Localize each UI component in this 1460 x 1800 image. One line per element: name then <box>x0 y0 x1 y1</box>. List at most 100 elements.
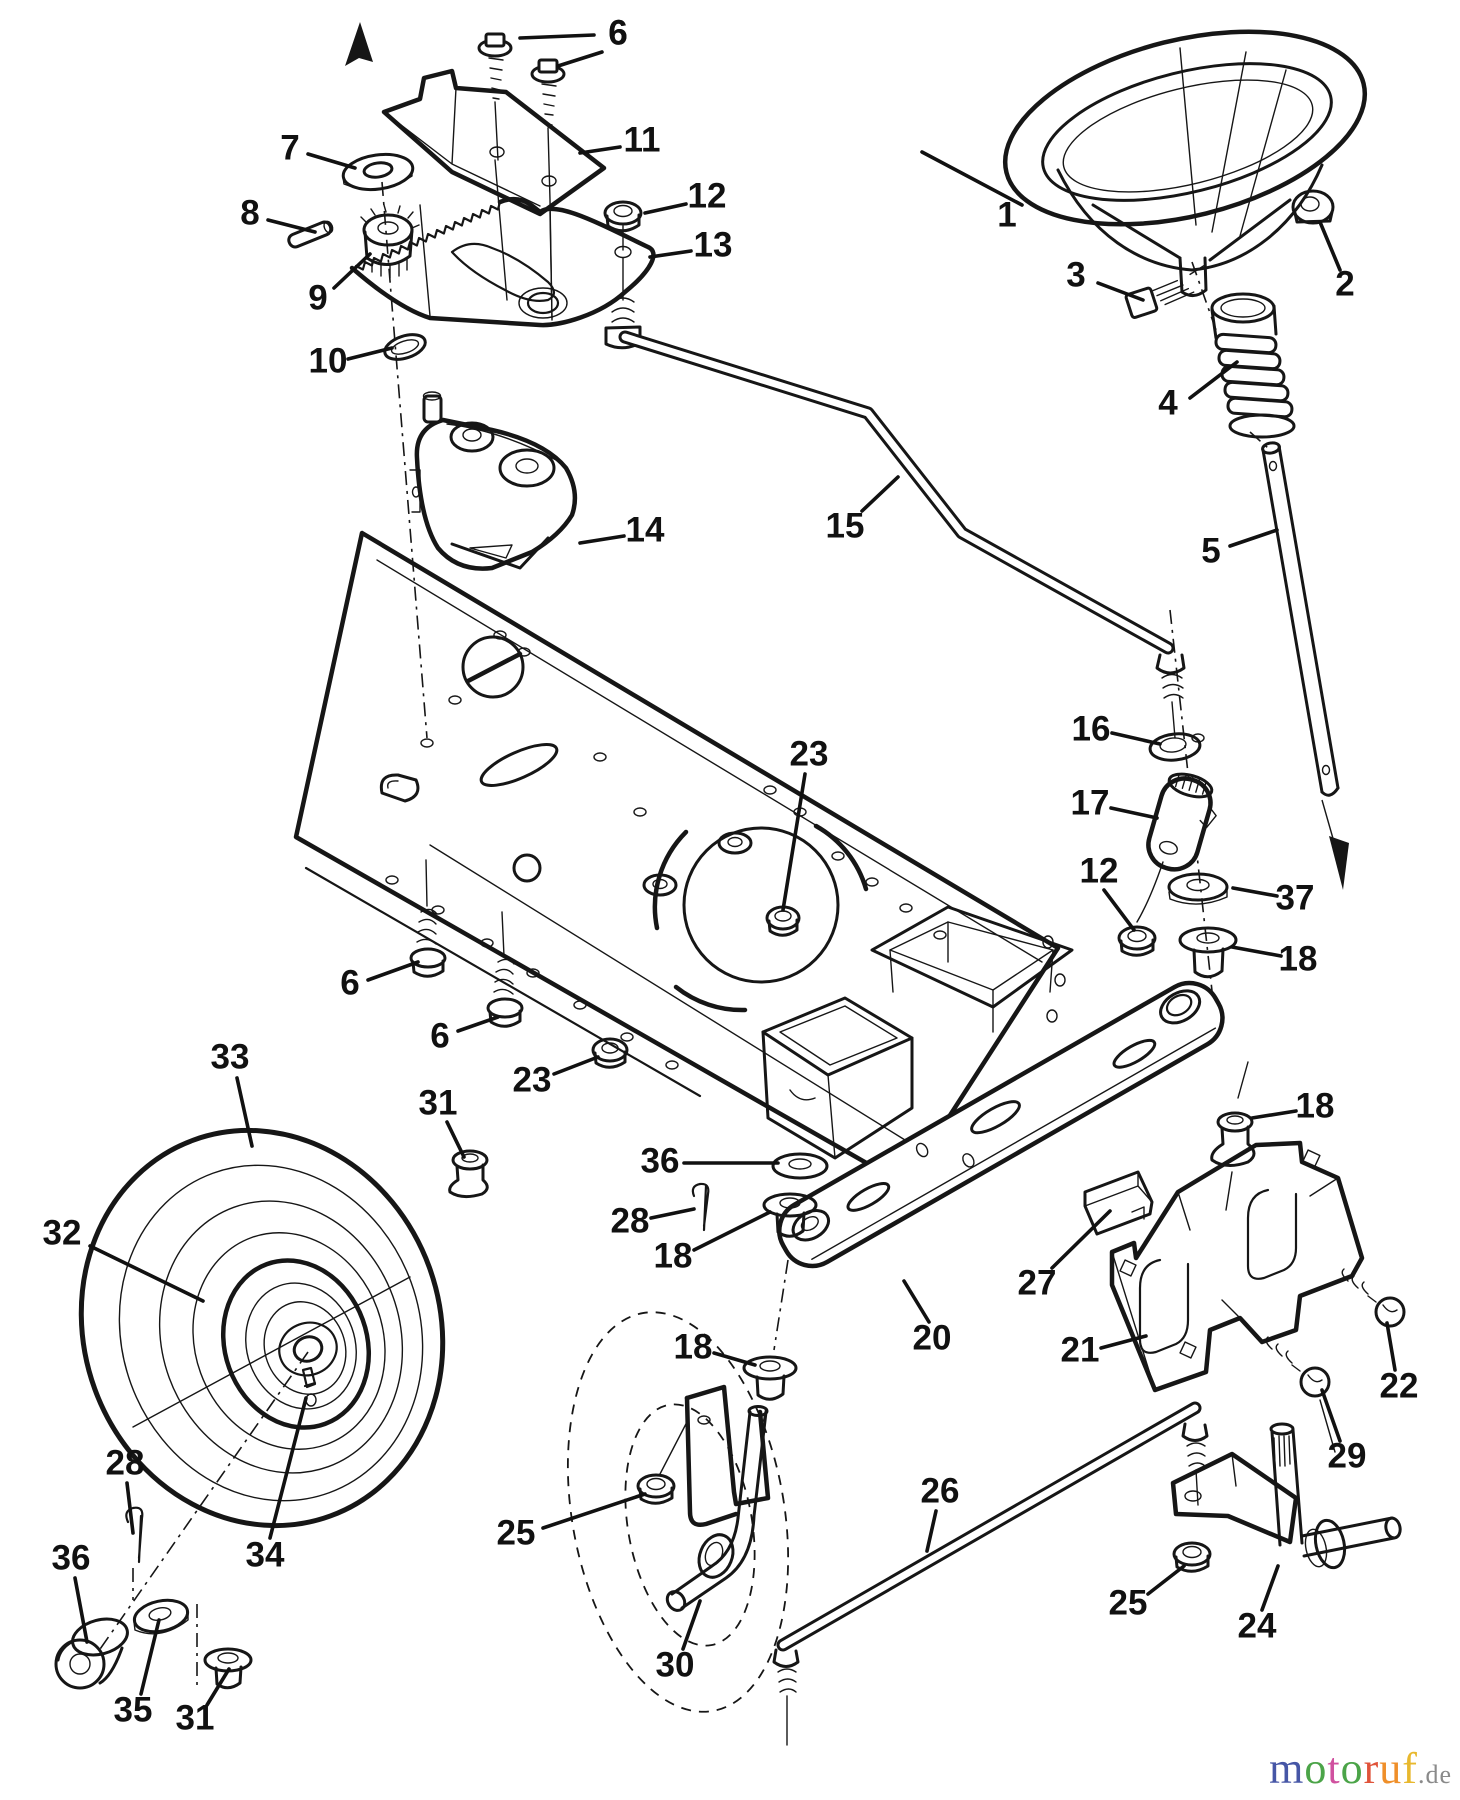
callout-label-6: 6 <box>608 13 627 52</box>
callout-label-24: 24 <box>1238 1606 1277 1645</box>
watermark-letter: u <box>1379 1744 1403 1793</box>
steering-bellows <box>1210 292 1296 439</box>
cotter-pin-28-left <box>125 1506 144 1600</box>
callout-label-12: 12 <box>688 176 727 215</box>
callout-label-28: 28 <box>106 1443 145 1482</box>
screw-6-top-right <box>530 58 566 321</box>
callout-leader-24 <box>1260 1564 1280 1612</box>
callout-leader-2 <box>1318 220 1342 272</box>
flange-bushing-18-axle-top <box>762 1192 818 1238</box>
callout-label-25: 25 <box>497 1513 536 1552</box>
arrow-down-icon <box>1321 799 1349 890</box>
callout-label-18: 18 <box>1296 1086 1335 1125</box>
washer-36-center <box>771 1152 829 1180</box>
callout-label-9: 9 <box>308 278 327 317</box>
splined-coupler-17 <box>1146 772 1217 872</box>
callout-label-20: 20 <box>913 1318 952 1357</box>
callout-leader-20 <box>902 1279 931 1324</box>
callout-leader-11 <box>578 145 622 155</box>
callout-leader-12 <box>1102 888 1136 932</box>
arrow-up-icon <box>345 22 428 739</box>
o-ring-10 <box>383 333 427 361</box>
cotter-pin-28-center <box>691 1182 710 1232</box>
callout-label-18: 18 <box>1279 939 1318 978</box>
callout-label-18: 18 <box>674 1327 713 1366</box>
callout-leader-16 <box>1110 731 1162 746</box>
washer-35 <box>132 1598 190 1635</box>
callout-label-16: 16 <box>1072 709 1111 748</box>
callout-leader-18 <box>1230 945 1283 958</box>
hub-cap-36-left <box>54 1617 129 1690</box>
watermark-letter: f <box>1402 1744 1418 1793</box>
flange-bushing-18-column <box>1178 926 1238 979</box>
screw-6-frame-right <box>486 911 524 1028</box>
callout-label-18: 18 <box>654 1236 693 1275</box>
screw-22 <box>1341 1268 1406 1328</box>
callout-leader-9 <box>332 252 372 290</box>
callout-label-30: 30 <box>656 1645 695 1684</box>
axle-bracket-21 <box>1109 1140 1365 1393</box>
hex-nut-2 <box>1291 189 1335 225</box>
callout-label-4: 4 <box>1158 383 1178 422</box>
callout-leader-8 <box>266 218 317 234</box>
flange-bushing-31-top <box>448 1149 489 1199</box>
front-wheel <box>78 1127 446 1653</box>
spindle-left-30 <box>665 1384 771 1612</box>
callout-label-6: 6 <box>430 1016 449 1055</box>
battery-support-box-lower <box>761 996 914 1160</box>
callout-leader-22 <box>1385 1321 1397 1372</box>
callout-label-31: 31 <box>419 1083 458 1122</box>
callout-label-21: 21 <box>1061 1330 1100 1369</box>
callout-leader-5 <box>1228 528 1279 548</box>
watermark-letter: o <box>1304 1744 1328 1793</box>
callout-label-25: 25 <box>1109 1583 1148 1622</box>
callout-label-32: 32 <box>43 1213 82 1252</box>
washer-37 <box>1167 872 1229 905</box>
callout-leader-29 <box>1320 1388 1342 1443</box>
callout-leader-23 <box>781 772 807 912</box>
flat-washer-7 <box>341 152 415 192</box>
spacer-key-27 <box>1083 1170 1154 1236</box>
callout-label-12: 12 <box>1080 851 1119 890</box>
callout-leader-37 <box>1231 886 1279 898</box>
callout-label-37: 37 <box>1276 878 1315 917</box>
watermark-letter: o <box>1340 1744 1364 1793</box>
callout-label-28: 28 <box>611 1201 650 1240</box>
callout-leader-4 <box>1188 360 1239 400</box>
chassis-frame <box>293 530 1074 1188</box>
watermark-motoruf: motoruf.de <box>1269 1743 1452 1794</box>
hex-bolt-3 <box>1124 264 1205 319</box>
callout-leader-27 <box>1050 1209 1112 1270</box>
callout-label-23: 23 <box>790 734 829 773</box>
callout-label-10: 10 <box>309 341 348 380</box>
callout-label-11: 11 <box>624 120 661 159</box>
callout-leader-21 <box>1099 1334 1148 1350</box>
callout-leader-35 <box>139 1618 161 1696</box>
rim-32 <box>220 1258 372 1430</box>
callout-label-23: 23 <box>513 1060 552 1099</box>
screw-29 <box>1221 1299 1336 1453</box>
hub-bore <box>292 1335 324 1363</box>
spindle-right-24 <box>1170 1422 1402 1570</box>
callout-leader-1 <box>920 150 1024 207</box>
watermark-letter: t <box>1327 1744 1341 1793</box>
callout-leader-25 <box>1146 1564 1186 1596</box>
callout-label-3: 3 <box>1066 255 1085 294</box>
callout-leader-26 <box>925 1509 938 1553</box>
callout-leader-36 <box>73 1576 89 1644</box>
callout-label-1: 1 <box>997 195 1016 234</box>
callout-leader-18 <box>692 1210 772 1252</box>
watermark-letter: r <box>1363 1744 1380 1793</box>
watermark-letter: m <box>1269 1744 1305 1793</box>
callout-label-13: 13 <box>694 225 733 264</box>
callout-leader-31 <box>205 1667 231 1707</box>
callout-label-35: 35 <box>114 1690 153 1729</box>
callout-leader-6 <box>366 960 420 982</box>
callout-leader-6 <box>556 50 604 68</box>
callout-label-33: 33 <box>211 1037 250 1076</box>
callout-leader-10 <box>346 346 394 361</box>
callout-leader-28 <box>125 1481 135 1535</box>
